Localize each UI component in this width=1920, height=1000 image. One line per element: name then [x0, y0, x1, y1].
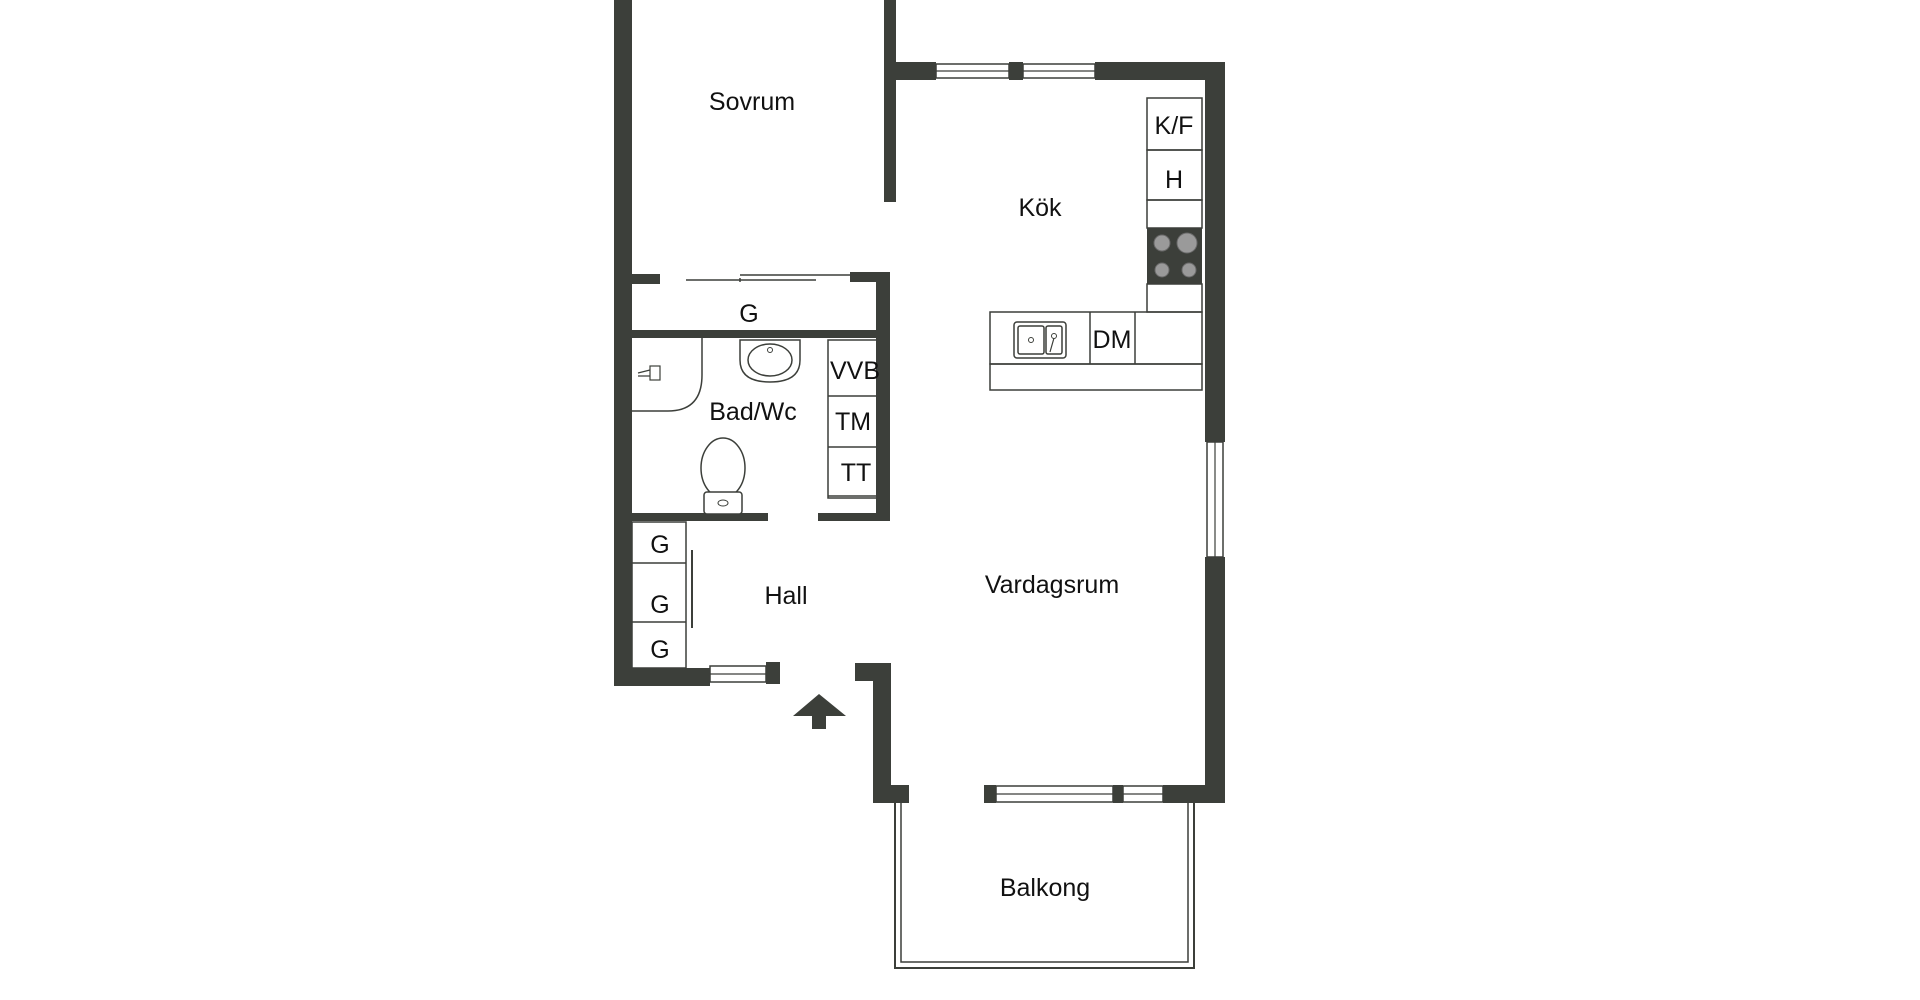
wall-kitchen-top-left: [896, 62, 936, 80]
wall-left: [614, 0, 632, 686]
wall-hall-bottom-right: [766, 662, 780, 684]
wall-bottom-mid: [1113, 785, 1123, 803]
wall-sovrum-bottom-left: [632, 274, 660, 284]
fixture-label-kf: K/F: [1155, 112, 1194, 140]
window-kitchen-top-2: [1022, 63, 1096, 79]
wall-bath-bottom-right: [818, 513, 890, 521]
fixture-label-g-hall-2: G: [650, 591, 669, 619]
balcony-railing: [894, 803, 1195, 969]
wall-right-lower: [1205, 557, 1225, 803]
stove-burners: [1153, 232, 1198, 278]
window-balcony-2: [1122, 785, 1164, 803]
wall-closet-bottom: [632, 330, 882, 338]
fixture-label-g-hall-3: G: [650, 636, 669, 664]
closet-sliding-door: [686, 274, 870, 282]
fixture-label-tm: TM: [835, 408, 871, 436]
wall-bottom-left: [984, 785, 996, 803]
shower-icon: [632, 338, 703, 412]
wall-sovrum-bottom-right: [850, 272, 890, 282]
window-balcony-1: [995, 785, 1114, 803]
wall-kitchen-top-right: [1095, 62, 1225, 80]
room-label-balkong: Balkong: [1000, 874, 1090, 902]
room-label-hall: Hall: [764, 582, 807, 610]
wall-right-upper: [1205, 62, 1225, 442]
window-living-right: [1206, 441, 1224, 558]
room-label-kok: Kök: [1018, 194, 1062, 222]
bathroom-fixtures: [632, 338, 879, 515]
entrance-arrow-icon: [793, 694, 846, 729]
fixture-label-g-hall-1: G: [650, 531, 669, 559]
room-label-bad-wc: Bad/Wc: [709, 398, 797, 426]
fixture-label-dm: DM: [1093, 326, 1132, 354]
wall-corridor-right: [873, 663, 891, 803]
windows: [709, 63, 1224, 803]
shower-head: [637, 365, 661, 381]
fixture-label-g-sovrum: G: [739, 300, 758, 328]
washbasin-icon: [739, 339, 801, 383]
wall-corridor-foot: [873, 785, 909, 803]
room-label-sovrum: Sovrum: [709, 88, 795, 116]
room-label-vardagsrum: Vardagsrum: [985, 571, 1119, 599]
hall-wardrobes: [631, 521, 693, 669]
window-hall: [709, 665, 767, 683]
sink-icon: [1013, 321, 1067, 359]
wall-hall-bottom-left: [614, 668, 710, 686]
kitchen-counters: [989, 97, 1203, 391]
wall-sovrum-right: [884, 0, 896, 202]
wall-bath-bottom-left: [632, 513, 768, 521]
fixture-label-tt: TT: [841, 459, 872, 487]
fixture-label-vvb: VVB: [830, 357, 880, 385]
fixture-label-h: H: [1165, 166, 1183, 194]
toilet-icon: [700, 437, 746, 515]
wall-kitchen-top-mid: [1009, 62, 1023, 80]
walls: [614, 0, 1225, 803]
window-kitchen-top-1: [935, 63, 1010, 79]
wall-bottom-right: [1163, 785, 1225, 803]
